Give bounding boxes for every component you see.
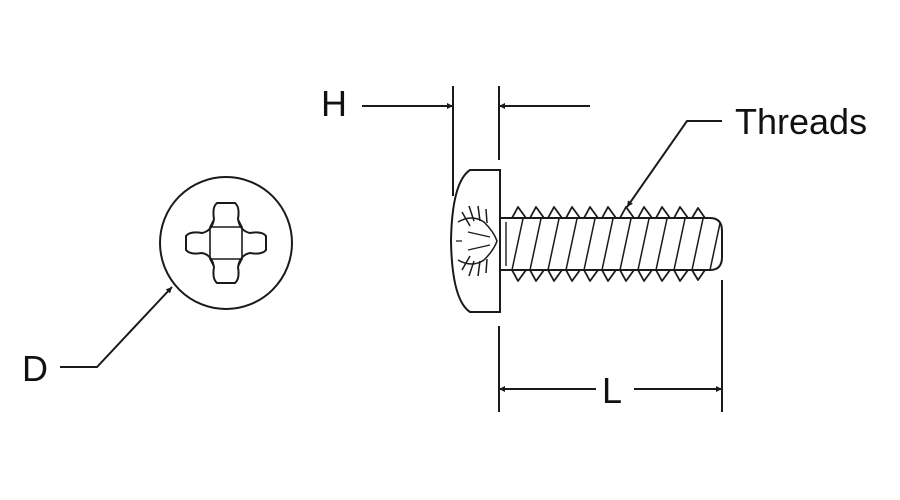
thread-crests-top (511, 206, 706, 219)
diameter-label: D (22, 348, 48, 389)
head-outline-circle (159, 176, 293, 310)
dimension-h (362, 86, 590, 196)
phillips-recess-side (456, 205, 498, 277)
phillips-head-top-view-icon (159, 176, 293, 310)
leader-threads (626, 120, 722, 208)
screw-pan-head (449, 169, 501, 313)
pan-head-screw-side-view-icon (449, 169, 723, 313)
leader-diameter (60, 286, 173, 368)
height-label: H (321, 83, 347, 124)
length-label: L (602, 370, 623, 411)
phillips-cross-recess (185, 202, 267, 284)
screw-shank (500, 217, 723, 271)
phillips-inner-square (209, 226, 243, 260)
thread-crests-bottom (511, 269, 706, 282)
threads-label: Threads (735, 101, 868, 142)
dimension-l (498, 280, 723, 412)
